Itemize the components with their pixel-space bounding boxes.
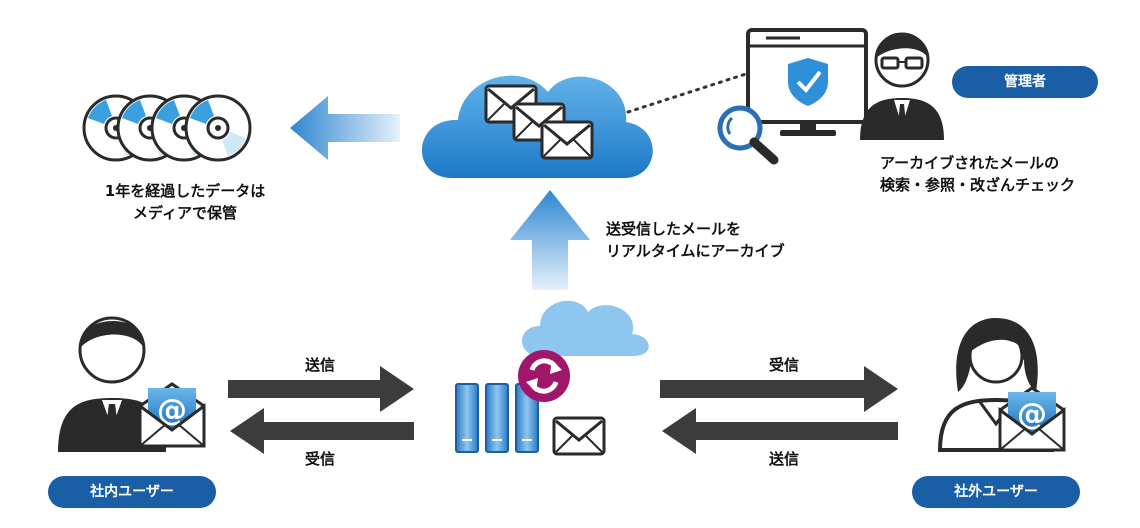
admin-caption-line2: 検索・参照・改ざんチェック [880, 176, 1076, 194]
archive-caption-line2: メディアで保管 [133, 204, 237, 222]
internal-receive-arrow [230, 408, 414, 454]
admin-caption-line1: アーカイブされたメールの [880, 154, 1060, 172]
external-receive-arrow [660, 366, 898, 412]
archive-to-media-arrow [290, 96, 400, 160]
archive-caption: 1年を経過したデータは メディアで保管 [90, 180, 280, 224]
external-receive-label: 受信 [768, 356, 799, 374]
admin-caption: アーカイブされたメールの 検索・参照・改ざんチェック [880, 152, 1075, 196]
realtime-caption-line1: 送受信したメールを [606, 220, 742, 238]
internal-send-label: 送信 [304, 356, 335, 374]
at-mail-icon [138, 382, 206, 448]
realtime-caption: 送受信したメールを リアルタイムにアーカイブ [606, 218, 785, 262]
external-user-badge: 社外ユーザー [912, 476, 1080, 508]
sync-icon [518, 350, 570, 402]
server-to-cloud-arrow [510, 190, 590, 290]
server-envelope-icon [552, 416, 606, 456]
internal-send-arrow [228, 366, 414, 412]
at-mail-icon [998, 386, 1066, 452]
server-cloud-icon [522, 300, 649, 356]
media-discs-icon [82, 94, 252, 162]
shield-monitor-icon [746, 28, 868, 136]
cloud-mail-icon [421, 75, 653, 178]
internal-user-badge: 社内ユーザー [48, 476, 216, 508]
admin-connector-line [626, 70, 754, 114]
magnifier-icon [717, 105, 779, 165]
internal-receive-label: 受信 [304, 450, 335, 468]
admin-person-icon [860, 32, 944, 140]
external-send-label: 送信 [768, 450, 799, 468]
admin-role-badge: 管理者 [952, 66, 1098, 98]
archive-caption-line1: 1年を経過したデータは [104, 182, 266, 200]
realtime-caption-line2: リアルタイムにアーカイブ [606, 242, 785, 260]
external-send-arrow [662, 408, 898, 454]
